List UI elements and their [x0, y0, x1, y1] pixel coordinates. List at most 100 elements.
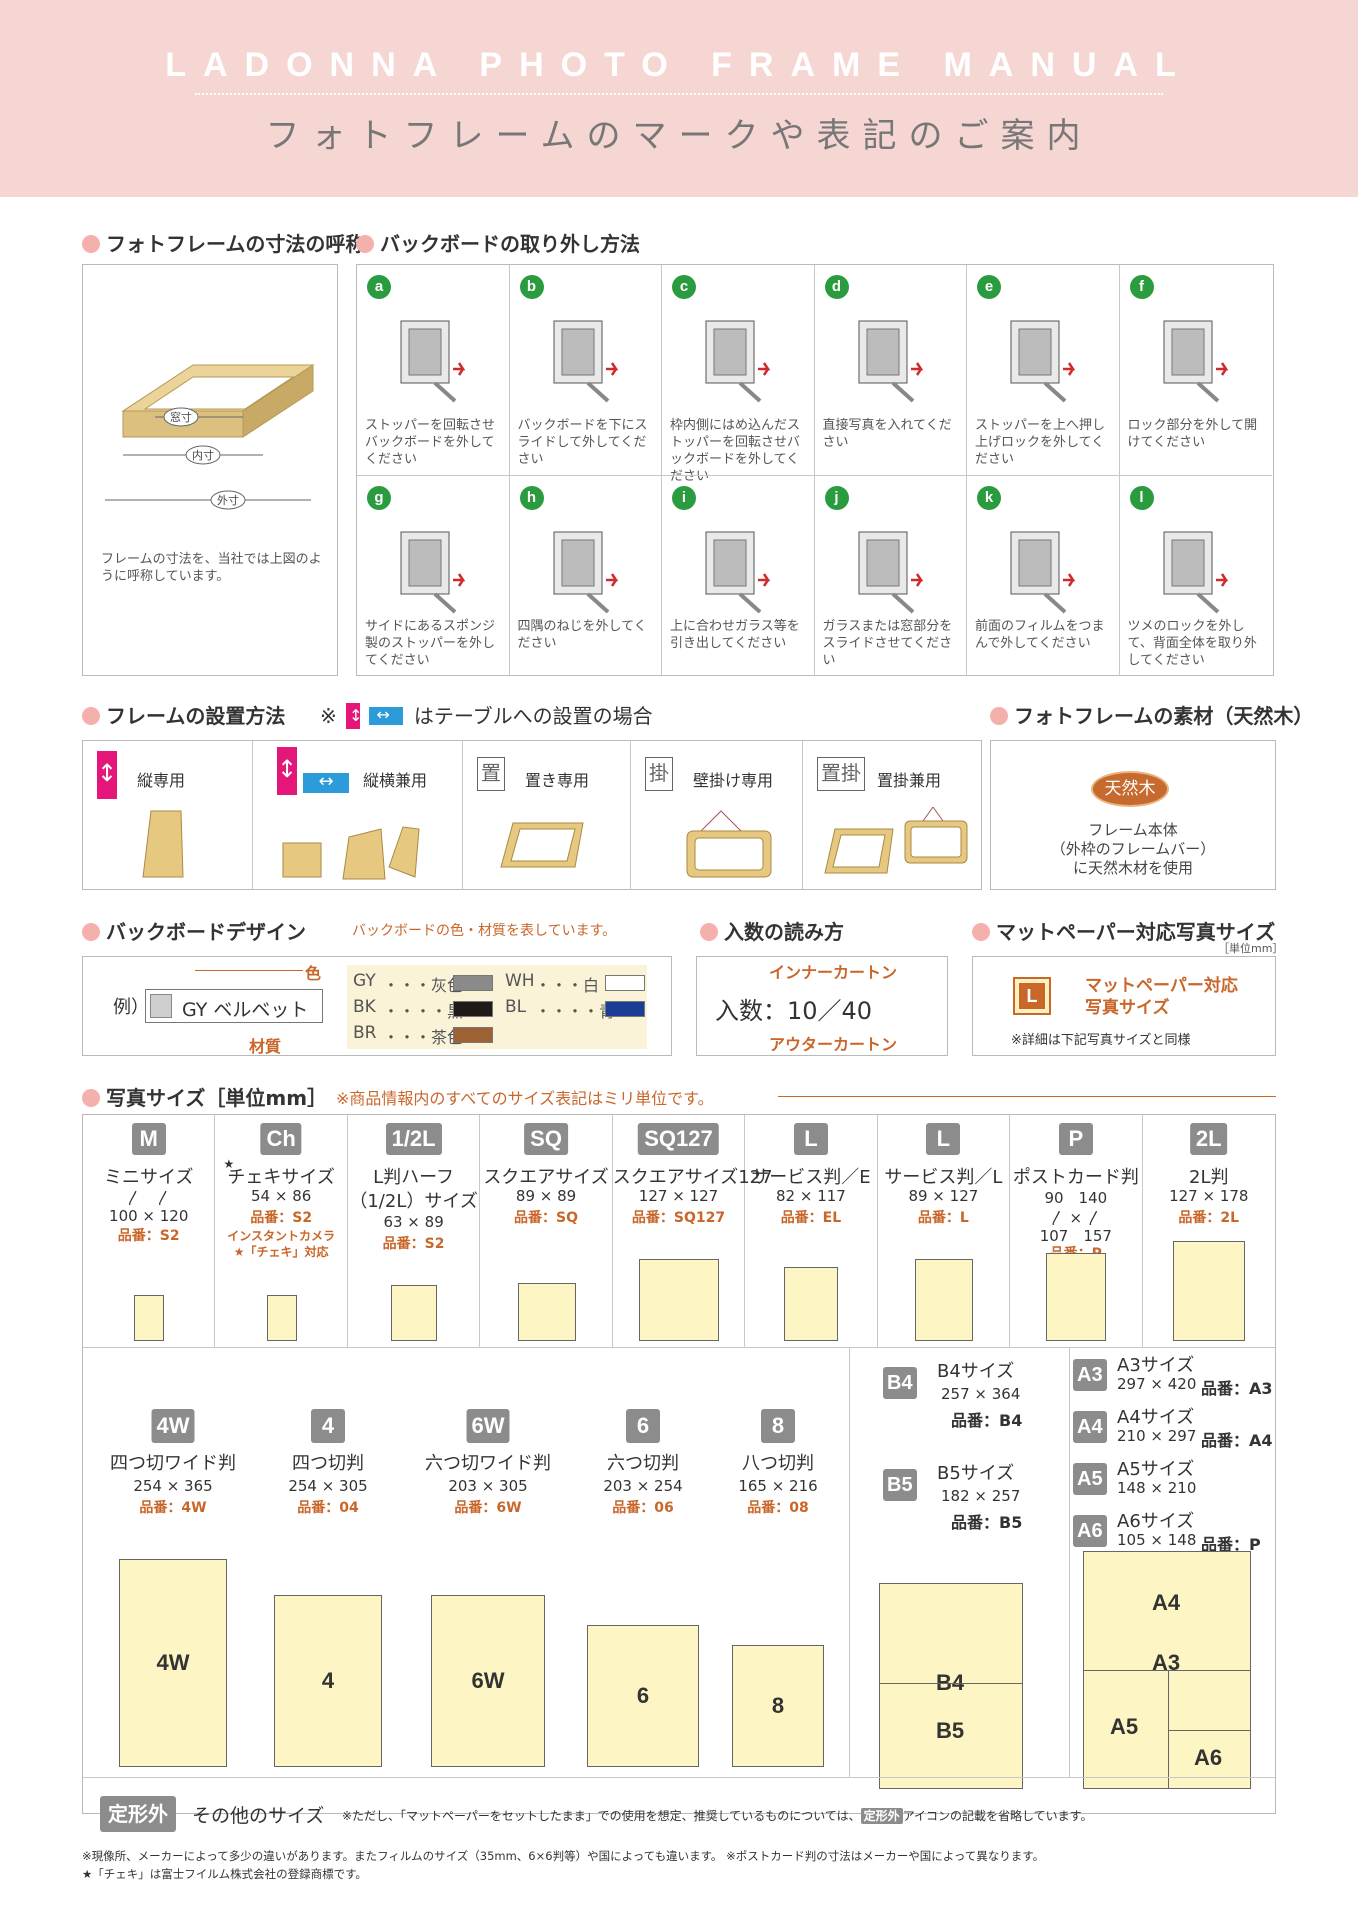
example-label: 例）	[113, 997, 149, 1018]
size-dimension: 297 × 420	[1117, 1375, 1197, 1393]
step-cell-d: d 直接写真を入れてください	[815, 265, 967, 475]
paper-b4: B4	[879, 1583, 1023, 1789]
horizontal-arrow-icon: ↔	[303, 773, 349, 793]
paper-illustration	[391, 1285, 438, 1341]
color-swatch-icon	[453, 1027, 493, 1043]
size-name: スクエアサイズ127	[612, 1167, 773, 1188]
size-dimension: 90 140	[1044, 1189, 1108, 1207]
step-letter-badge: k	[977, 486, 1001, 510]
horizontal-arrow-icon: ↔	[369, 705, 404, 725]
size-code: 品番：6W	[454, 1500, 522, 1516]
size-name: 四つ切判	[292, 1453, 364, 1474]
paper-label: 6	[636, 1683, 650, 1708]
install-label: 縦横兼用	[363, 771, 428, 790]
step-text: バックボードを下にスライドして外してください	[517, 418, 648, 467]
size-badge: M	[131, 1123, 166, 1155]
color-swatch-icon	[453, 1001, 493, 1017]
frame-illustration	[483, 807, 633, 885]
frame-illustration	[273, 807, 423, 885]
label-inner: 内寸	[192, 448, 214, 462]
paper-illustration	[1172, 1241, 1245, 1341]
mat-l-icon: L	[1013, 977, 1051, 1015]
size-dimension: 254 × 305	[288, 1477, 368, 1495]
other-inline-badge: 定形外	[860, 1808, 903, 1824]
size-code: 品番：08	[747, 1500, 809, 1516]
color-swatch-icon	[605, 975, 645, 991]
size-dimension: 54 × 86	[251, 1187, 312, 1205]
bullet-dot-icon	[990, 707, 1008, 725]
b-divider	[849, 1347, 850, 1777]
size-badge: 8	[761, 1409, 795, 1443]
size-code: 品番：EL	[780, 1210, 842, 1226]
count-value: 入数：10／40	[715, 997, 873, 1025]
size-extra-2: ★「チェキ」対応	[233, 1245, 329, 1259]
size-dimension: 105 × 148	[1117, 1531, 1197, 1549]
size-code: 品番：B4	[951, 1411, 1023, 1430]
size-name: チェキサイズ	[227, 1167, 335, 1188]
size-dimension-2: 〳 × 〳	[1049, 1209, 1102, 1227]
paper-label: 4W	[156, 1650, 190, 1675]
mat-note: ※詳細は下記写真サイズと同様	[1011, 1033, 1191, 1048]
paper-label: A6	[1194, 1745, 1223, 1770]
bullet-dot-icon	[82, 707, 100, 725]
size-code: 品番：2L	[1178, 1210, 1240, 1226]
section-mat-heading: マットペーパー対応写真サイズ	[972, 916, 1275, 945]
paper-a6: A6	[1168, 1730, 1250, 1789]
size-dimension-3: 107 157	[1039, 1227, 1112, 1245]
size-name: サービス判／E	[751, 1167, 871, 1188]
frame-illustration	[103, 807, 253, 885]
vertical-arrow-icon: ↕	[346, 703, 363, 729]
paper-label: 6W	[471, 1668, 505, 1693]
section-backboard-removal-heading: バックボードの取り外し方法	[356, 228, 640, 257]
install-box: ↕縦専用↕↔縦横兼用置置き専用掛壁掛け専用置掛置掛兼用	[82, 740, 982, 890]
paper-illustration	[1046, 1253, 1107, 1341]
size-name: A4サイズ	[1117, 1407, 1195, 1428]
color-label: 色	[305, 964, 322, 983]
vertical-arrow-icon: ↕	[97, 751, 117, 799]
size-dimension: 210 × 297	[1117, 1427, 1197, 1445]
sizes-divider	[83, 1347, 1275, 1348]
step-text: 枠内側にはめ込んだストッパーを回転させバックボードを外してください	[670, 418, 801, 484]
step-illustration	[1146, 520, 1246, 620]
example-badge: GY ベルベット	[145, 989, 323, 1023]
size-name: A3サイズ	[1117, 1355, 1195, 1376]
install-type-icon: 置	[477, 757, 505, 791]
size-badge: A5	[1073, 1463, 1107, 1495]
step-letter-badge: d	[824, 275, 849, 299]
bullet-dot-icon	[82, 1089, 100, 1107]
other-size-label: その他のサイズ	[192, 1805, 325, 1827]
backboard-design-note: バックボードの色・材質を表しています。	[352, 923, 617, 939]
install-option-2: ↕↔縦横兼用	[253, 741, 463, 889]
step-letter-badge: l	[1129, 486, 1154, 510]
paper-label: A5	[1110, 1714, 1139, 1739]
color-name: ・・・・黒	[383, 1002, 464, 1021]
size-dimension: 82 × 117	[776, 1187, 846, 1205]
paper-illustration	[784, 1267, 839, 1341]
outer-carton-label: アウターカートン	[769, 1035, 898, 1054]
step-text: 直接写真を入れてください	[822, 418, 952, 450]
step-illustration	[688, 520, 788, 620]
bullet-dot-icon	[972, 923, 990, 941]
a-divider	[1069, 1347, 1070, 1777]
bullet-dot-icon	[82, 923, 100, 941]
step-letter-badge: a	[367, 275, 391, 299]
size-name: ミニサイズ	[103, 1167, 194, 1188]
bullet-dot-icon	[700, 923, 718, 941]
paper-illustration: 6	[587, 1625, 699, 1767]
install-label: 壁掛け専用	[693, 771, 774, 790]
color-code: WH	[505, 971, 535, 991]
size-badge: P	[1058, 1123, 1093, 1155]
